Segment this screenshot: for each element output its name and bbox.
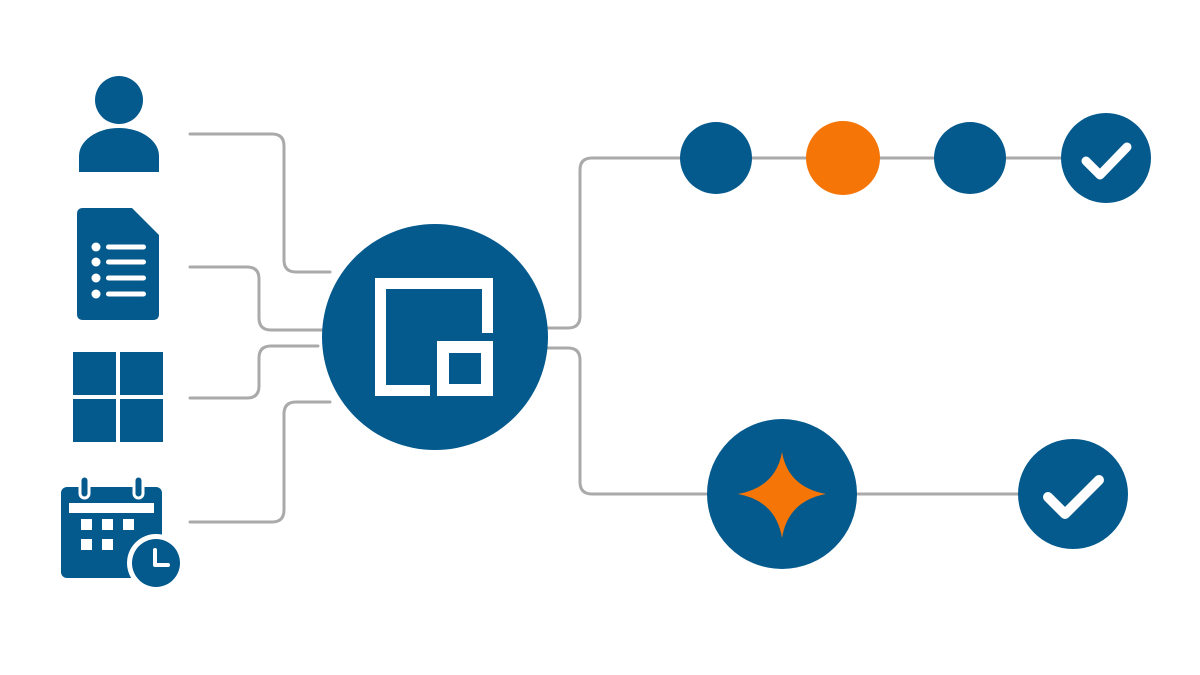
document-list-icon	[77, 208, 159, 320]
hub-node	[322, 224, 548, 450]
connector-user-to-hub	[188, 132, 332, 274]
workflow-step-complete	[1018, 439, 1128, 549]
workflow-step-complete	[1061, 113, 1151, 203]
calendar-clock-icon	[61, 474, 185, 592]
connector-document-to-hub	[188, 265, 332, 332]
connector-grid-to-hub	[188, 344, 320, 400]
workflow-step-done	[680, 122, 752, 194]
app-window-icon	[375, 278, 493, 396]
grid-icon	[73, 352, 163, 442]
workflow-step-ai	[707, 419, 857, 569]
workflow-step-current	[806, 121, 880, 195]
user-icon	[79, 76, 159, 172]
workflow-step-pending	[934, 122, 1006, 194]
connector-hub-to-bottom-flow	[546, 346, 708, 496]
sparkle-icon	[738, 452, 826, 538]
check-icon	[1043, 475, 1104, 519]
workflow-top	[680, 113, 1151, 203]
connector-calendar-to-hub	[188, 400, 332, 524]
connectors	[188, 132, 1064, 524]
workflow-bottom	[707, 419, 1128, 569]
connector-hub-to-top-flow	[546, 156, 684, 330]
check-icon	[1081, 142, 1132, 180]
